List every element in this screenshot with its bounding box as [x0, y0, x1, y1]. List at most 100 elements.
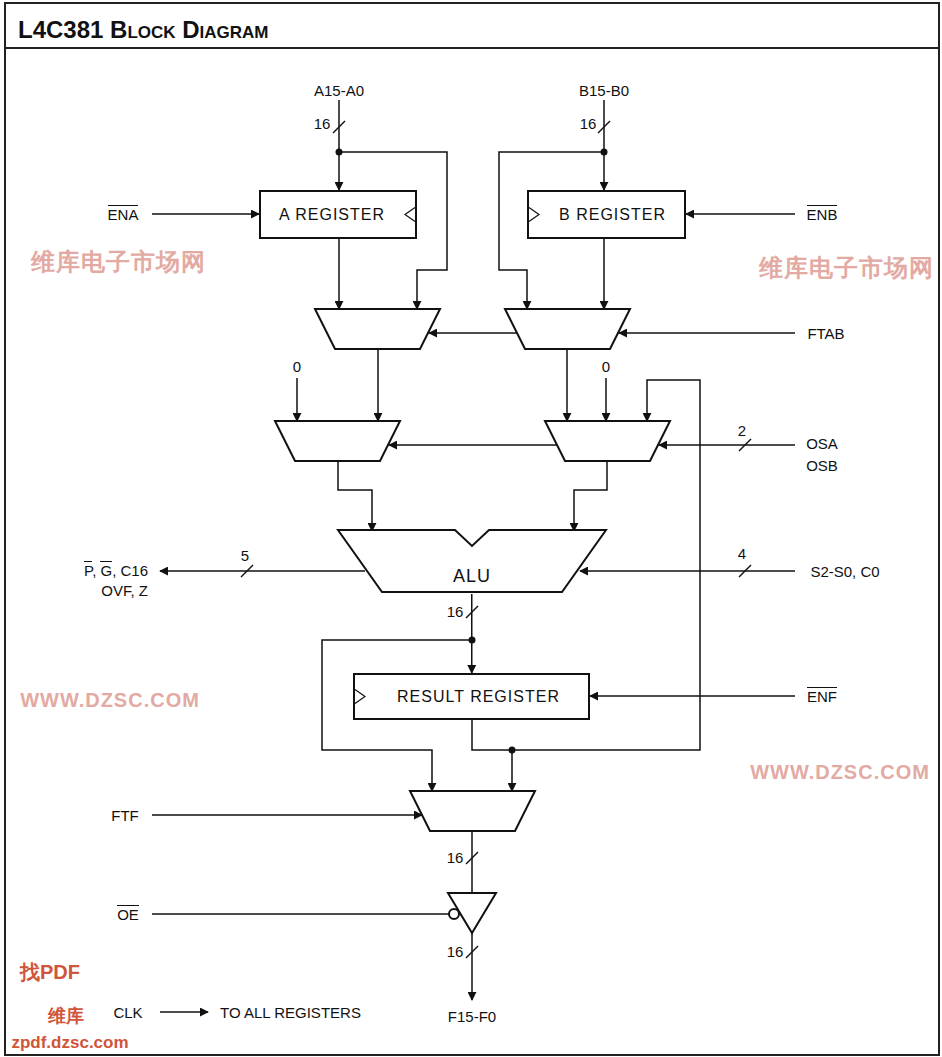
box-border: [260, 191, 416, 238]
signal-wire: [619, 332, 795, 334]
signal-label: ENB: [807, 207, 838, 222]
mux-ftf: [410, 791, 535, 831]
signal-label: OE: [117, 907, 139, 922]
signal-wire: [580, 570, 795, 572]
watermark: 维库电子市场网: [759, 256, 934, 280]
signal-wire: [659, 444, 795, 446]
signal-label: 16: [447, 604, 464, 619]
register-box: A REGISTER: [259, 190, 417, 239]
signal-wire: [566, 349, 568, 421]
signal-label: 2: [738, 423, 746, 438]
mux-osb: [545, 421, 670, 461]
node-label: RESULT REGISTER: [397, 689, 560, 705]
box-border: [354, 674, 589, 719]
overline-bar: [108, 205, 139, 206]
signal-wire: [338, 461, 372, 531]
signal-label: 16: [447, 944, 464, 959]
signal-label: OSA: [806, 436, 838, 451]
signal-label: ENF: [807, 689, 837, 704]
clock-triangle: [405, 208, 415, 222]
signal-wire: [574, 461, 607, 531]
bus-connector: [471, 594, 473, 673]
signal-label: FTAB: [807, 326, 844, 341]
inversion-bubble: [449, 909, 459, 919]
overline-bar: [100, 561, 112, 562]
signal-wire: [471, 933, 473, 1000]
signal-label: 0: [293, 359, 301, 374]
signal-wire: [152, 913, 449, 915]
bus-width-slash: [466, 946, 478, 958]
box-border: [528, 191, 685, 238]
node-label: B REGISTER: [559, 207, 666, 223]
signal-wire: [338, 239, 340, 309]
signal-wire: [429, 332, 517, 334]
node-label: A REGISTER: [279, 207, 385, 223]
signal-label: F15-F0: [448, 1009, 496, 1024]
signal-wire: [160, 570, 365, 572]
register-box: B REGISTER: [527, 190, 686, 239]
logo-text: 维库: [48, 1007, 84, 1025]
signal-wire: [152, 814, 422, 816]
signal-label: A15-A0: [314, 83, 364, 98]
signal-label: ENA: [108, 207, 139, 222]
title-rule: [5, 47, 939, 49]
signal-wire: [605, 378, 607, 421]
signal-wire: [471, 831, 473, 893]
bus-width-slash: [466, 852, 478, 864]
signal-label: 16: [447, 850, 464, 865]
signal-label: 16: [580, 116, 597, 131]
overline-bar: [807, 687, 837, 688]
bus-width-slash: [739, 565, 751, 577]
signal-wire: [590, 695, 795, 697]
logo-text: zpdf.dzsc.com: [11, 1034, 128, 1051]
register-box: RESULT REGISTER: [353, 673, 590, 720]
bus-width-slash: [598, 121, 610, 133]
watermark: WWW.DZSC.COM: [750, 762, 930, 782]
junction-dot: [509, 747, 516, 754]
signal-label: B15-B0: [579, 83, 629, 98]
diagram-title: L4C381 Block Diagram: [18, 16, 268, 44]
signal-label: FTF: [111, 808, 139, 823]
signal-wire: [152, 213, 259, 215]
signal-wire: [686, 213, 795, 215]
signal-label: TO ALL REGISTERS: [220, 1005, 361, 1020]
node-label: ALU: [453, 567, 491, 585]
junction-dot: [601, 149, 608, 156]
mux-ab-b: [505, 309, 630, 349]
overline-bar: [807, 205, 838, 206]
logo-text: 找PDF: [20, 962, 80, 982]
alu-shape: ALU: [338, 528, 606, 594]
signal-label: OSB: [806, 458, 838, 473]
signal-label: OVF, Z: [101, 583, 148, 598]
signal-label: 4: [738, 546, 746, 561]
signal-label: 5: [241, 548, 249, 563]
signal-wire: [603, 100, 605, 190]
watermark: 维库电子市场网: [31, 250, 206, 274]
signal-label: 16: [314, 116, 331, 131]
overline-bar: [84, 561, 92, 562]
bus-width-slash: [739, 439, 751, 451]
signal-wire: [603, 239, 605, 309]
bus-width-slash: [241, 565, 253, 577]
alu-outline: [338, 530, 606, 592]
junction-dot: [336, 149, 343, 156]
signal-wire: [389, 444, 557, 446]
frame: [5, 3, 939, 1055]
clock-triangle: [355, 690, 365, 704]
clock-triangle: [529, 208, 539, 222]
signal-label: S2-S0, C0: [810, 564, 879, 579]
signal-wire: [472, 720, 512, 791]
overline-bar: [117, 905, 139, 906]
signal-wire: [338, 100, 340, 190]
signal-label: 0: [602, 359, 610, 374]
mux-ab-a: [315, 309, 440, 349]
signal-wire: [296, 378, 298, 421]
mux-osa: [275, 421, 400, 461]
watermark: WWW.DZSC.COM: [20, 690, 200, 710]
signal-label: CLK: [113, 1005, 142, 1020]
signal-wire: [160, 1011, 208, 1013]
output-buffer: [448, 893, 496, 933]
